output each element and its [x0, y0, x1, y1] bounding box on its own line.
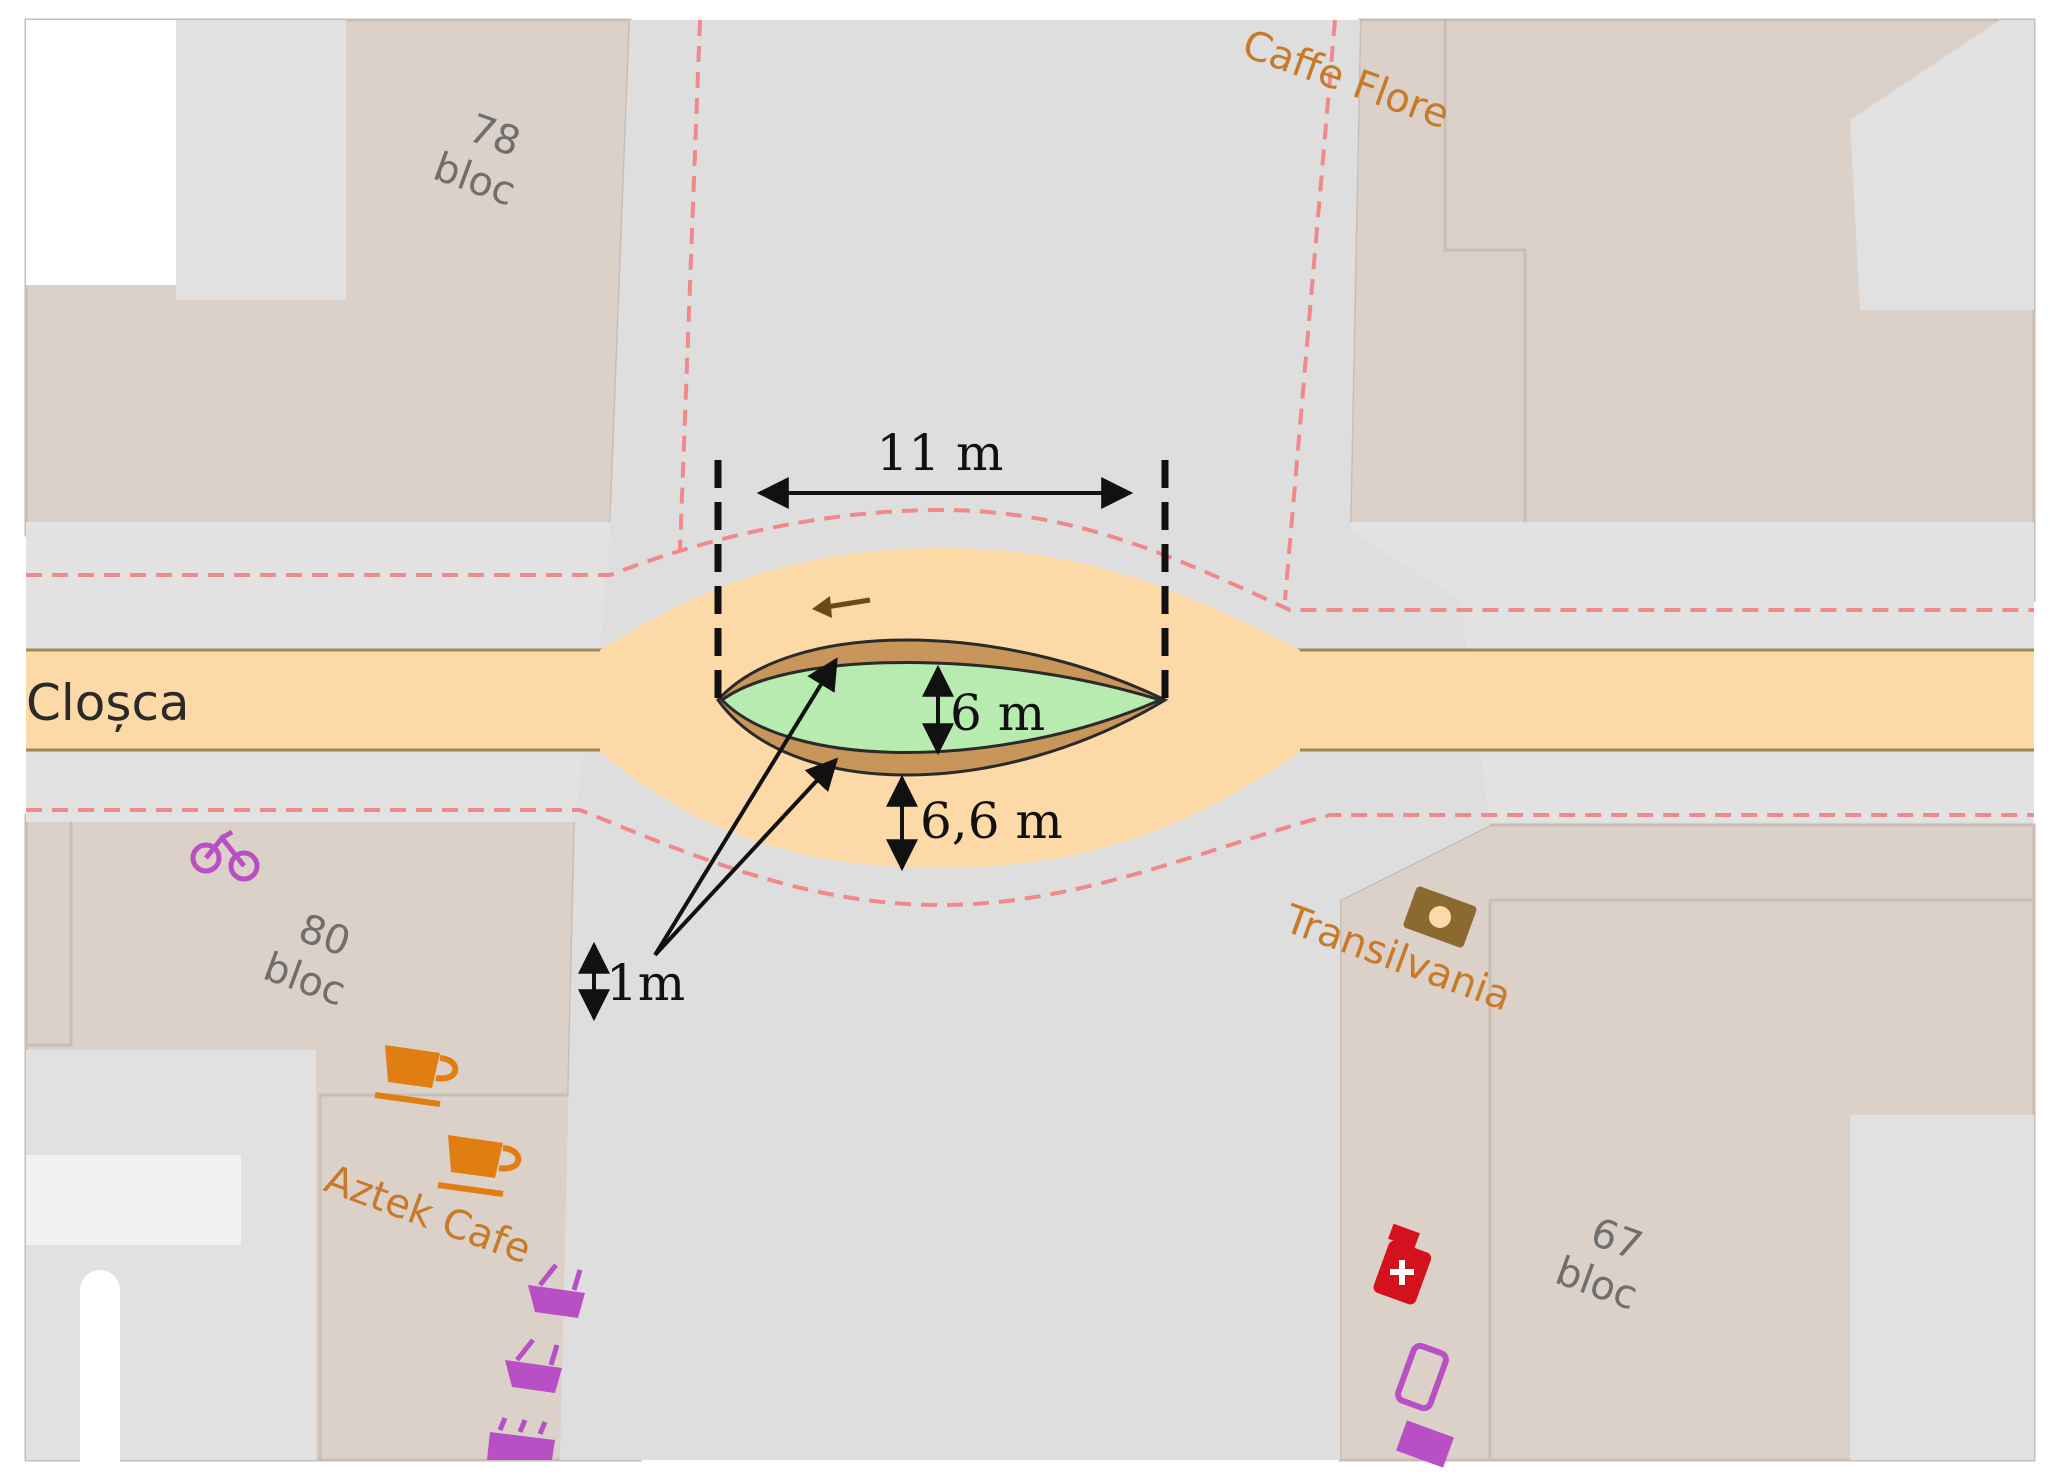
courtyard-white-top-left: [26, 20, 176, 285]
lane-width-label: 6,6 m: [920, 792, 1063, 850]
bank-icon: [1403, 886, 1477, 948]
shopping-basket-icon: [505, 1338, 562, 1393]
cafe-cup-icon: [374, 1045, 459, 1107]
courtyard-white-bottom-left: [26, 1155, 241, 1245]
shopping-basket-icon: [528, 1263, 585, 1318]
footway-top: [26, 507, 2034, 612]
courtyard-bottom-right: [1850, 1115, 2034, 1460]
direction-arrowhead-icon: [812, 596, 832, 618]
courtyard-grey-top-left: [176, 20, 346, 300]
building-bottom-left-edge: [24, 813, 73, 1047]
footway-vertical-right: [1283, 19, 1337, 601]
courtyard-top-right: [1850, 20, 2034, 310]
pharmacy-icon: [1373, 1223, 1432, 1305]
footways: [26, 19, 2034, 908]
island-width-label: 6 m: [950, 684, 1045, 742]
border-pointer-upper: [653, 657, 838, 957]
shop-icon: [1396, 1420, 1454, 1468]
mobile-phone-icon: [1395, 1342, 1449, 1412]
shop-icon: [487, 1417, 555, 1460]
courtyard-bottom-left: [26, 1050, 316, 1460]
building-blocks: [24, 18, 2036, 1476]
street-name: Cloșca: [26, 674, 190, 732]
border-label: 1m: [606, 954, 685, 1012]
border-pointer-lower: [653, 757, 839, 957]
width-label: 11 m: [877, 424, 1004, 482]
bicycle-icon: [190, 829, 260, 882]
footway-vertical-left: [678, 19, 702, 551]
cafe-cup-icon: [437, 1135, 522, 1197]
building-bottom-right-outline: [1488, 898, 2034, 1460]
footway-bottom: [26, 808, 2034, 908]
